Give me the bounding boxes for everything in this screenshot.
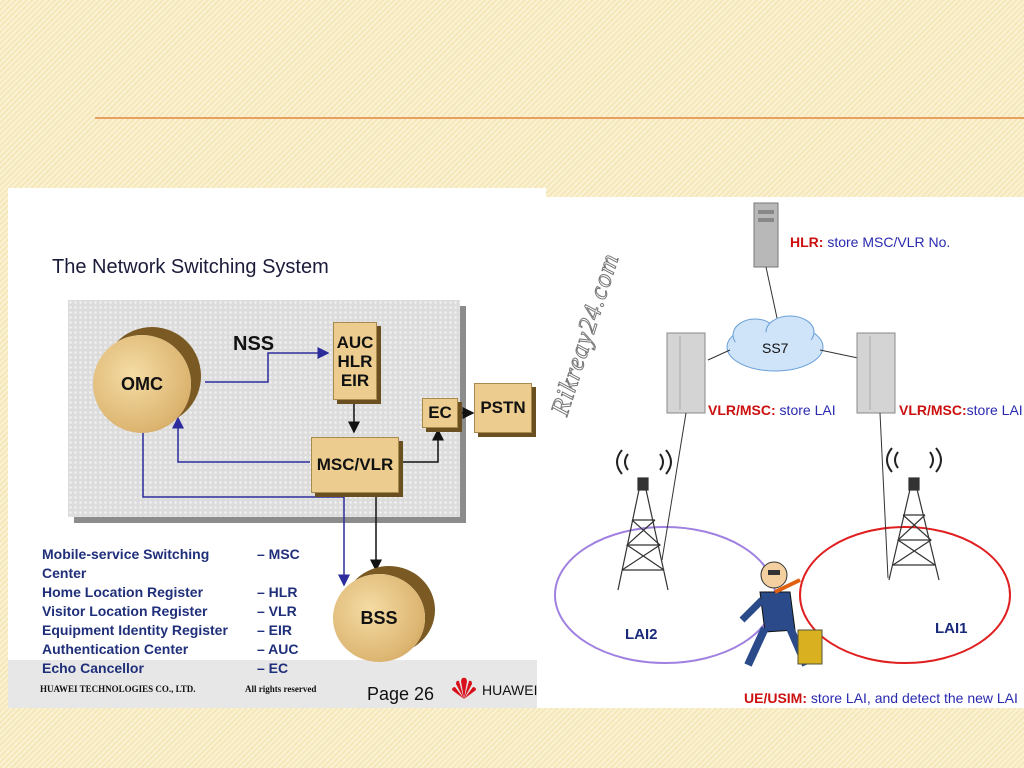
lai2-ring: [554, 526, 776, 664]
legend-row: Mobile-service Switching Center – MSC: [42, 545, 300, 583]
node-eir-label: EIR: [340, 370, 370, 390]
footer-page-number: Page 26: [367, 684, 435, 704]
link-omc-auc: [205, 347, 330, 383]
node-hlr-label: HLR: [337, 351, 373, 371]
nss-legend: Mobile-service Switching Center – MSC Hom…: [42, 545, 300, 678]
slide-rule: [95, 117, 1024, 119]
node-msc-vlr-label: MSC/VLR: [316, 455, 394, 474]
huawei-logo-icon: [452, 677, 476, 699]
running-man-icon: [739, 561, 823, 667]
link-msc-omc: [172, 416, 310, 463]
node-auc-label: AUC: [336, 332, 374, 352]
ue-label-text: store LAI, and detect the new LAI: [807, 690, 1018, 706]
legend-abbr: – EIR: [257, 622, 293, 638]
lai1-label: LAI1: [935, 620, 968, 637]
lai1-ring: [799, 526, 1011, 664]
node-ec: EC: [422, 398, 458, 428]
cell-tower-right-icon: [886, 447, 942, 581]
nss-title: The Network Switching System: [52, 256, 329, 278]
ss7-label: SS7: [762, 340, 789, 356]
hlr-label: HLR: store MSC/VLR No.: [790, 234, 950, 250]
legend-row: Visitor Location Register – VLR: [42, 602, 300, 621]
vlr-server-left-icon: [666, 332, 706, 414]
legend-abbr: – VLR: [257, 603, 297, 619]
footer-brand: HUAWEI: [482, 682, 538, 698]
vlr-left-label: VLR/MSC: store LAI: [708, 402, 836, 418]
nss-label: NSS: [233, 333, 275, 355]
node-ec-label: EC: [428, 403, 452, 422]
vlr-left-label-bold: VLR/MSC:: [708, 402, 776, 418]
node-pstn-label: PSTN: [480, 398, 526, 417]
vlr-right-label: VLR/MSC:store LAI: [899, 402, 1023, 418]
link-msc-ec: [400, 428, 444, 463]
node-auc-hlr-eir: AUC HLR EIR: [333, 322, 377, 400]
node-bss: BSS: [333, 574, 425, 662]
vlr-left-label-text: store LAI: [775, 402, 836, 418]
node-msc-vlr: MSC/VLR: [311, 437, 399, 493]
legend-abbr: – AUC: [257, 641, 299, 657]
legend-abbr: – HLR: [257, 584, 298, 600]
vlr-right-label-text: store LAI: [966, 402, 1023, 418]
hlr-label-text: store MSC/VLR No.: [823, 234, 951, 250]
legend-row: Echo Cancellor – EC: [42, 659, 300, 678]
nss-footer-bar: [8, 660, 540, 708]
lai2-label: LAI2: [625, 626, 658, 643]
node-omc: OMC: [93, 335, 191, 433]
legend-name: Home Location Register: [42, 584, 204, 600]
legend-name: Equipment Identity Register: [42, 622, 228, 638]
link-omc-bss: [142, 425, 350, 587]
hlr-server-icon: [753, 202, 779, 268]
node-omc-label: OMC: [121, 373, 163, 394]
node-pstn: PSTN: [474, 383, 532, 433]
legend-abbr: – EC: [257, 660, 289, 676]
legend-name: Visitor Location Register: [42, 603, 208, 619]
vlr-server-right-icon: [856, 332, 896, 414]
node-bss-label: BSS: [360, 607, 398, 628]
footer-rights: All rights reserved: [245, 684, 317, 694]
legend-row: Equipment Identity Register – EIR: [42, 621, 300, 640]
ue-label-bold: UE/USIM:: [744, 690, 807, 706]
legend-row: Authentication Center – AUC: [42, 640, 300, 659]
legend-name: Echo Cancellor: [42, 660, 144, 676]
vlr-right-label-bold: VLR/MSC:: [899, 402, 967, 418]
legend-name: Authentication Center: [42, 641, 189, 657]
legend-name: Mobile-service Switching Center: [42, 546, 210, 581]
hlr-label-bold: HLR:: [790, 234, 824, 250]
cell-tower-left-icon: [616, 449, 672, 591]
ss7-cloud-icon: [726, 315, 824, 372]
ue-label: UE/USIM: store LAI, and detect the new L…: [744, 690, 1018, 706]
footer-company: HUAWEI TECHNOLOGIES CO., LTD.: [40, 684, 196, 694]
legend-row: Home Location Register – HLR: [42, 583, 300, 602]
legend-abbr: – MSC: [257, 546, 300, 562]
